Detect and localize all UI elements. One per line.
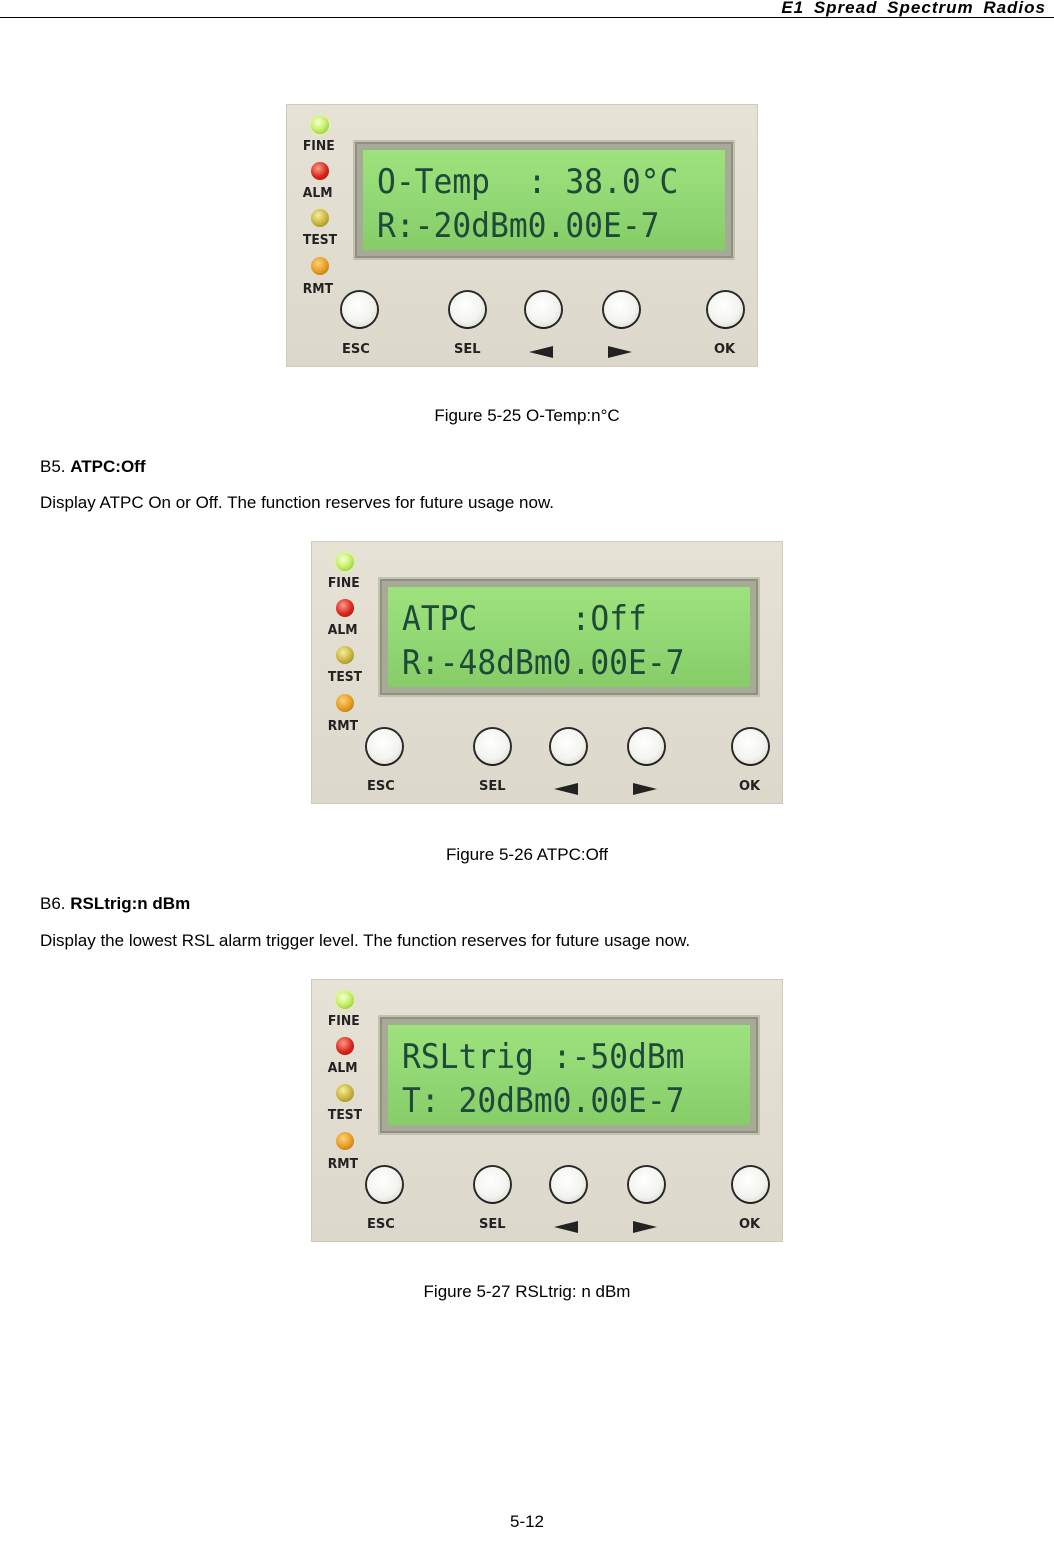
ok-button-icon: [733, 1167, 768, 1202]
section-heading: B6. RSLtrig:n dBm: [40, 894, 190, 914]
esc-label: ESC: [342, 342, 370, 357]
device-panel-photo: FINE ALM TEST RMT ATPC :Off R:-48dBm0.00…: [311, 541, 783, 804]
lcd-screen: O-Temp : 38.0°C R:-20dBm0.00E-7: [363, 150, 725, 250]
esc-button-icon: [367, 729, 402, 764]
sel-button-icon: [475, 1167, 510, 1202]
header-rule: [0, 17, 1054, 18]
left-button-icon: [551, 1167, 586, 1202]
lcd-line-2: R:-48dBm0.00E-7: [402, 643, 685, 683]
sel-label: SEL: [479, 1217, 506, 1232]
left-arrow-icon: [554, 1221, 578, 1233]
right-arrow-icon: [633, 1221, 657, 1233]
remote-led-icon: [311, 257, 329, 275]
test-led-icon: [336, 1084, 354, 1102]
led-label-alm: ALM: [327, 1061, 358, 1076]
fine-led-icon: [336, 991, 354, 1009]
right-button-icon: [629, 1167, 664, 1202]
lcd-line-2: R:-20dBm0.00E-7: [377, 206, 660, 246]
section-number: B5.: [40, 457, 66, 476]
remote-led-icon: [336, 694, 354, 712]
sel-button-icon: [475, 729, 510, 764]
sel-label: SEL: [479, 779, 506, 794]
sel-label: SEL: [454, 342, 481, 357]
lcd-screen: RSLtrig :-50dBm T: 20dBm0.00E-7: [388, 1025, 750, 1125]
esc-label: ESC: [367, 1217, 395, 1232]
section-title: RSLtrig:n dBm: [70, 894, 191, 913]
remote-led-icon: [336, 1132, 354, 1150]
ok-label: OK: [739, 1217, 761, 1232]
ok-label: OK: [739, 779, 761, 794]
sel-button-icon: [450, 292, 485, 327]
lcd-frame: RSLtrig :-50dBm T: 20dBm0.00E-7: [378, 1015, 760, 1135]
right-arrow-icon: [633, 783, 657, 795]
esc-button-icon: [367, 1167, 402, 1202]
section-paragraph: Display the lowest RSL alarm trigger lev…: [40, 931, 691, 950]
lcd-frame: O-Temp : 38.0°C R:-20dBm0.00E-7: [353, 140, 735, 260]
figure-caption: Figure 5-26 ATPC:Off: [446, 845, 608, 864]
led-label-rmt: RMT: [327, 719, 359, 734]
section-paragraph: Display ATPC On or Off. The function res…: [40, 493, 555, 512]
esc-label: ESC: [367, 779, 395, 794]
led-label-fine: FINE: [327, 576, 360, 591]
section-number: B6.: [40, 894, 66, 913]
left-button-icon: [526, 292, 561, 327]
lcd-line-1: ATPC :Off: [402, 599, 647, 639]
lcd-line-1: RSLtrig :-50dBm: [402, 1037, 685, 1077]
figure-caption: Figure 5-25 O-Temp:n°C: [434, 406, 620, 425]
left-arrow-icon: [554, 783, 578, 795]
right-button-icon: [604, 292, 639, 327]
lcd-screen: ATPC :Off R:-48dBm0.00E-7: [388, 587, 750, 687]
left-button-icon: [551, 729, 586, 764]
section-title: ATPC:Off: [70, 457, 146, 476]
ok-button-icon: [733, 729, 768, 764]
led-label-test: TEST: [327, 1108, 363, 1123]
led-label-test: TEST: [327, 670, 363, 685]
test-led-icon: [336, 646, 354, 664]
ok-button-icon: [708, 292, 743, 327]
led-label-fine: FINE: [302, 139, 335, 154]
right-arrow-icon: [608, 346, 632, 358]
led-label-alm: ALM: [327, 623, 358, 638]
led-label-rmt: RMT: [302, 282, 334, 297]
lcd-line-2: T: 20dBm0.00E-7: [402, 1081, 685, 1121]
device-panel-photo: FINE ALM TEST RMT O-Temp : 38.0°C R:-20d…: [286, 104, 758, 367]
lcd-frame: ATPC :Off R:-48dBm0.00E-7: [378, 577, 760, 697]
fine-led-icon: [311, 116, 329, 134]
esc-button-icon: [342, 292, 377, 327]
right-button-icon: [629, 729, 664, 764]
page-number: 5-12: [509, 1512, 545, 1531]
section-heading: B5. ATPC:Off: [40, 457, 146, 477]
alarm-led-icon: [336, 1037, 354, 1055]
test-led-icon: [311, 209, 329, 227]
fine-led-icon: [336, 553, 354, 571]
led-label-fine: FINE: [327, 1014, 360, 1029]
figure-caption: Figure 5-27 RSLtrig: n dBm: [423, 1282, 631, 1301]
led-label-test: TEST: [302, 233, 338, 248]
ok-label: OK: [714, 342, 736, 357]
led-label-alm: ALM: [302, 186, 333, 201]
device-panel-photo: FINE ALM TEST RMT RSLtrig :-50dBm T: 20d…: [311, 979, 783, 1242]
led-label-rmt: RMT: [327, 1157, 359, 1172]
alarm-led-icon: [311, 162, 329, 180]
lcd-line-1: O-Temp : 38.0°C: [377, 162, 679, 202]
alarm-led-icon: [336, 599, 354, 617]
running-header-title: E1 Spread Spectrum Radios: [781, 0, 1046, 17]
left-arrow-icon: [529, 346, 553, 358]
